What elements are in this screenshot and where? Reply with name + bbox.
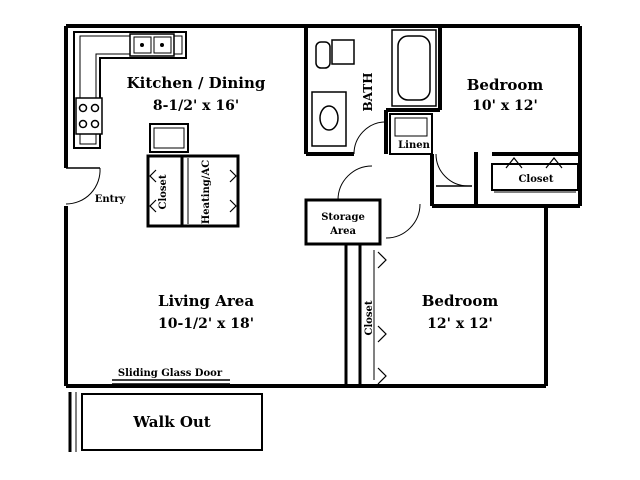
hall-closet-block <box>146 154 240 228</box>
exterior-walls <box>64 24 582 388</box>
stove-icon <box>75 97 103 135</box>
sink-icon <box>129 33 175 57</box>
bedroom2-name: Bedroom <box>422 292 499 310</box>
heating-label: Heating/AC <box>201 160 212 224</box>
kitchen-name: Kitchen / Dining <box>127 74 266 92</box>
sliding-glass-door <box>112 379 230 385</box>
bath-door <box>353 121 385 155</box>
living-size: 10-1/2' x 18' <box>158 316 254 332</box>
bedroom1-closet <box>491 157 579 193</box>
walk-out-label: Walk Out <box>132 413 211 431</box>
living-name: Living Area <box>158 292 254 310</box>
bedroom1-name: Bedroom <box>467 76 544 94</box>
bath-walls <box>304 26 442 156</box>
hall-doors <box>337 165 421 239</box>
bedroom1-door <box>435 153 472 187</box>
bathtub-icon <box>391 29 437 107</box>
sliding-door-label: Sliding Glass Door <box>118 368 223 379</box>
bedroom1-walls <box>430 152 580 206</box>
bath-label: BATH <box>361 72 375 111</box>
storage-label-2: Area <box>329 226 356 237</box>
storage-label-1: Storage <box>321 212 365 223</box>
entry-door <box>65 167 101 205</box>
linen-closet <box>389 113 433 155</box>
hall-closet-label: Closet <box>158 174 169 209</box>
kitchen-size: 8-1/2' x 16' <box>153 98 239 114</box>
kitchen-counter <box>73 31 187 149</box>
bedroom2-closet-label: Closet <box>364 300 375 335</box>
bedroom2-walls <box>344 244 387 386</box>
bedroom1-size: 10' x 12' <box>472 98 538 114</box>
bedroom2-size: 12' x 12' <box>427 316 493 332</box>
storage-area <box>304 198 382 246</box>
vanity-icon <box>311 91 347 147</box>
refrigerator-icon <box>149 123 189 153</box>
entry-label: Entry <box>95 194 127 205</box>
linen-label: Linen <box>398 140 430 151</box>
toilet-icon <box>315 39 355 69</box>
walk-out-patio <box>68 392 263 452</box>
bedroom1-closet-label: Closet <box>518 174 553 185</box>
